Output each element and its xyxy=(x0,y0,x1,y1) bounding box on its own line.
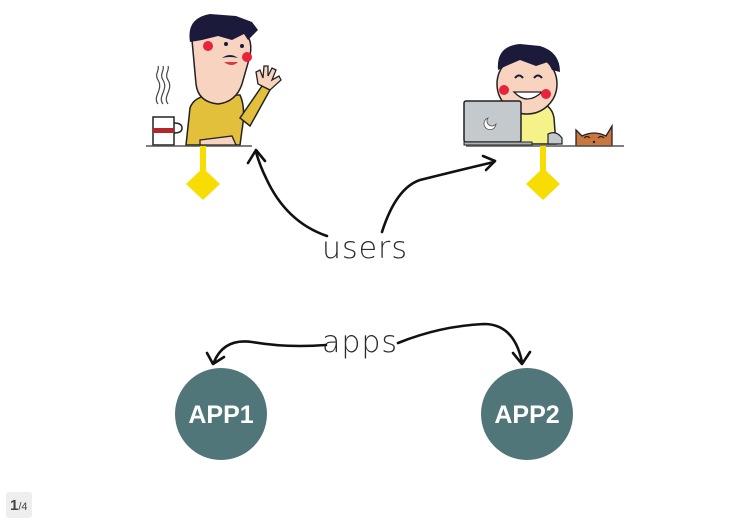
user-left-illustration xyxy=(146,14,282,147)
app1-node: APP1 xyxy=(175,368,267,460)
laptop-icon xyxy=(463,100,533,146)
total-pages: 4 xyxy=(21,500,28,513)
coffee-mug-icon xyxy=(152,116,183,146)
user-right-illustration xyxy=(463,44,624,147)
user-right-pin xyxy=(526,146,560,200)
app2-node: APP2 xyxy=(481,368,573,460)
diamond-pin-icon xyxy=(526,168,560,200)
app2-label: APP2 xyxy=(494,401,559,429)
steam-icon xyxy=(155,65,171,105)
waving-hand-icon xyxy=(255,65,282,91)
page-separator: / xyxy=(18,500,22,513)
arrow-to-app2 xyxy=(396,322,532,366)
slide-page-indicator[interactable]: 1 / 4 xyxy=(6,492,32,518)
current-page: 1 xyxy=(10,496,19,514)
apps-label: apps xyxy=(322,325,398,360)
user-left-pin xyxy=(186,146,220,200)
users-label: users xyxy=(322,231,408,266)
arrow-to-app1 xyxy=(205,340,328,366)
arrow-to-user-right xyxy=(380,154,497,234)
diamond-pin-icon xyxy=(186,168,220,200)
arrow-to-user-left xyxy=(246,148,329,238)
cat-icon xyxy=(575,123,613,147)
app1-label: APP1 xyxy=(188,401,253,429)
